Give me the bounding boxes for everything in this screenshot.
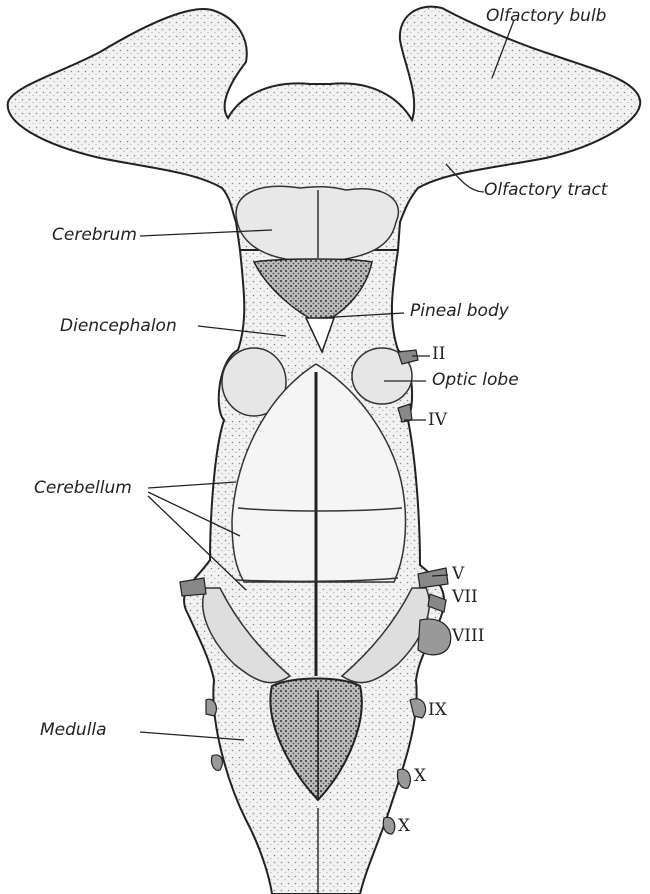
nerve-label-vii: VII [452,589,478,606]
cerebrum-shape [236,186,398,262]
nerve-label-v: V [452,566,464,583]
nerve-label-x-upper: X [414,768,426,785]
label-pineal-body: Pineal body [410,303,509,320]
nerve-label-viii: VIII [452,628,484,645]
label-medulla: Medulla [40,722,107,739]
label-olfactory-bulb: Olfactory bulb [486,8,606,25]
label-cerebellum: Cerebellum [34,480,132,497]
label-cerebrum: Cerebrum [52,227,137,244]
nerve-label-x-lower: X [398,818,410,835]
label-diencephalon: Diencephalon [60,318,177,335]
nerve-label-ix: IX [428,702,447,719]
label-olfactory-tract: Olfactory tract [484,182,607,199]
label-optic-lobe: Optic lobe [432,372,519,389]
nerve-label-iv: IV [428,412,447,429]
nerve-label-ii: II [432,346,445,363]
